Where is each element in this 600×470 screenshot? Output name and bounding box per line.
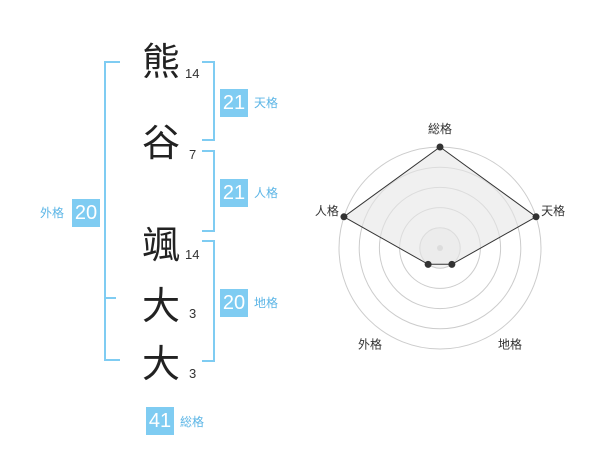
name-char-5: 大 bbox=[142, 342, 181, 386]
name-char-2: 谷 bbox=[142, 121, 181, 165]
radar-point-地格 bbox=[448, 260, 456, 268]
radar-axis-label: 天格 bbox=[541, 203, 565, 218]
stroke-count-5: 3 bbox=[189, 366, 197, 381]
gaikaku-value: 20 bbox=[72, 199, 100, 227]
tenkaku-value: 21 bbox=[220, 89, 248, 117]
name-char-4: 大 bbox=[142, 284, 181, 328]
stroke-count-2: 7 bbox=[189, 147, 197, 162]
name-char-3: 颯 bbox=[142, 223, 181, 267]
chikaku-label: 地格 bbox=[254, 296, 279, 310]
tenkaku-label: 天格 bbox=[254, 96, 279, 110]
stroke-count-4: 3 bbox=[189, 306, 197, 321]
gaikaku-bracket-tick bbox=[106, 297, 116, 299]
jinkaku-label: 人格 bbox=[254, 186, 279, 200]
radar-point-外格 bbox=[424, 260, 432, 268]
chikaku-value: 20 bbox=[220, 289, 248, 317]
jinkaku-value: 21 bbox=[220, 179, 248, 207]
radar-point-総格 bbox=[436, 143, 444, 151]
chikaku-bracket bbox=[202, 240, 215, 362]
name-char-1: 熊 bbox=[142, 40, 181, 84]
gaikaku-bracket bbox=[104, 61, 120, 361]
tenkaku-bracket bbox=[202, 61, 215, 141]
radar-point-天格 bbox=[532, 213, 540, 221]
soukaku-value: 41 bbox=[146, 407, 174, 435]
radar-point-人格 bbox=[340, 213, 348, 221]
jinkaku-bracket bbox=[202, 150, 215, 232]
radar-axis-label: 人格 bbox=[315, 203, 339, 218]
radar-axis-label: 外格 bbox=[358, 336, 382, 351]
soukaku-label: 総格 bbox=[180, 415, 205, 429]
stroke-count-1: 14 bbox=[185, 66, 200, 81]
radar-axis-label: 地格 bbox=[498, 336, 522, 351]
stroke-count-3: 14 bbox=[185, 247, 200, 262]
radar-series bbox=[342, 146, 538, 265]
gaikaku-label: 外格 bbox=[40, 206, 65, 220]
radar-axis-label: 総格 bbox=[428, 121, 452, 136]
